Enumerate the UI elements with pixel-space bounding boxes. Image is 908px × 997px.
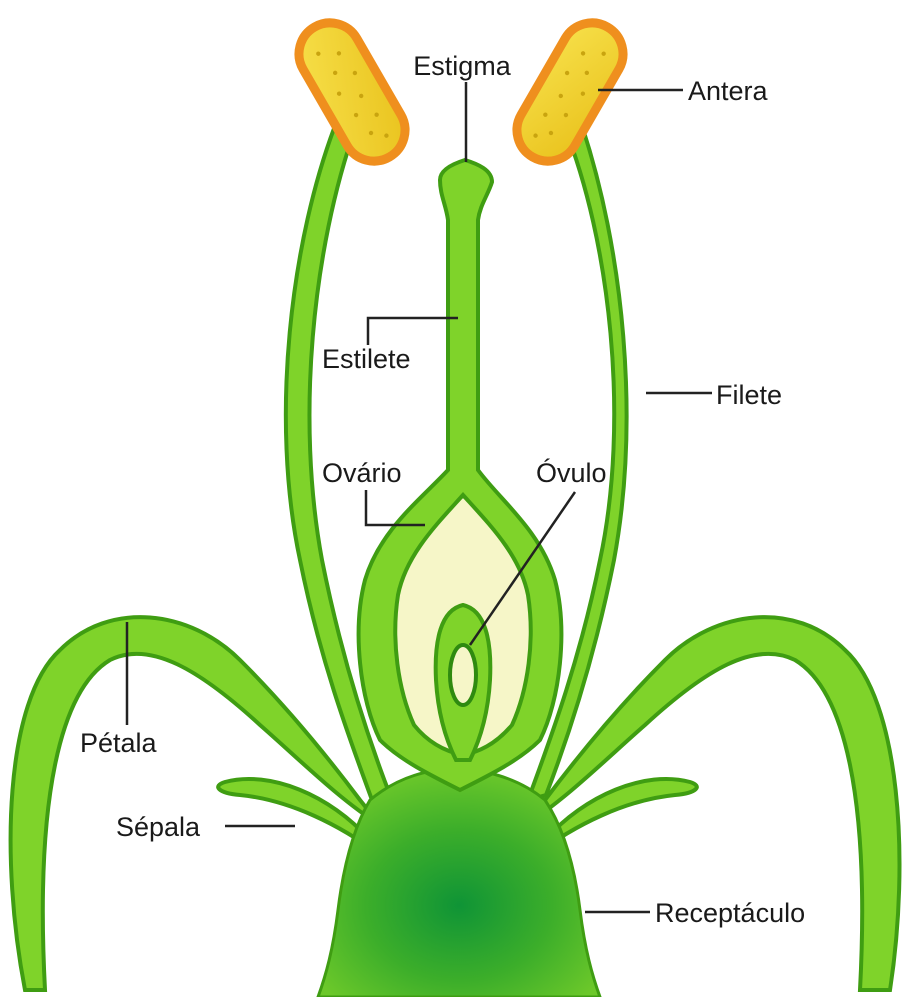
label-sepala: Sépala [116, 812, 201, 842]
label-petala: Pétala [80, 728, 158, 758]
label-filete: Filete [716, 380, 782, 410]
label-antera: Antera [688, 76, 769, 106]
label-estilete: Estilete [322, 344, 411, 374]
leader-estilete [368, 318, 458, 345]
label-estigma: Estigma [413, 51, 512, 81]
label-receptaculo: Receptáculo [655, 898, 805, 928]
label-ovulo: Óvulo [536, 457, 607, 488]
label-ovario: Ovário [322, 458, 402, 488]
anther-left [288, 12, 417, 173]
anther-right [506, 12, 635, 173]
ovule [450, 645, 476, 705]
